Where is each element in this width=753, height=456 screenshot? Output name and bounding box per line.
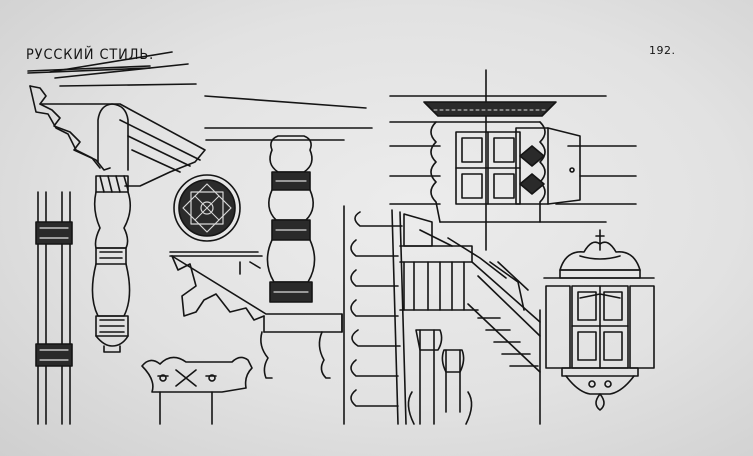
log-house-porch (344, 206, 540, 424)
carved-window-with-shutter (390, 70, 636, 250)
turned-column (205, 96, 372, 302)
drawing-title: РУССКИЙ СТИЛЬ. (26, 47, 155, 63)
ornamental-plaque (142, 357, 252, 424)
carved-rosette (174, 175, 240, 241)
porch-bracket (170, 252, 342, 378)
framed-window-with-pediment (544, 230, 654, 410)
carved-column-with-beams (28, 52, 205, 352)
page-number: 192. (649, 44, 676, 57)
banded-pole (36, 192, 72, 424)
